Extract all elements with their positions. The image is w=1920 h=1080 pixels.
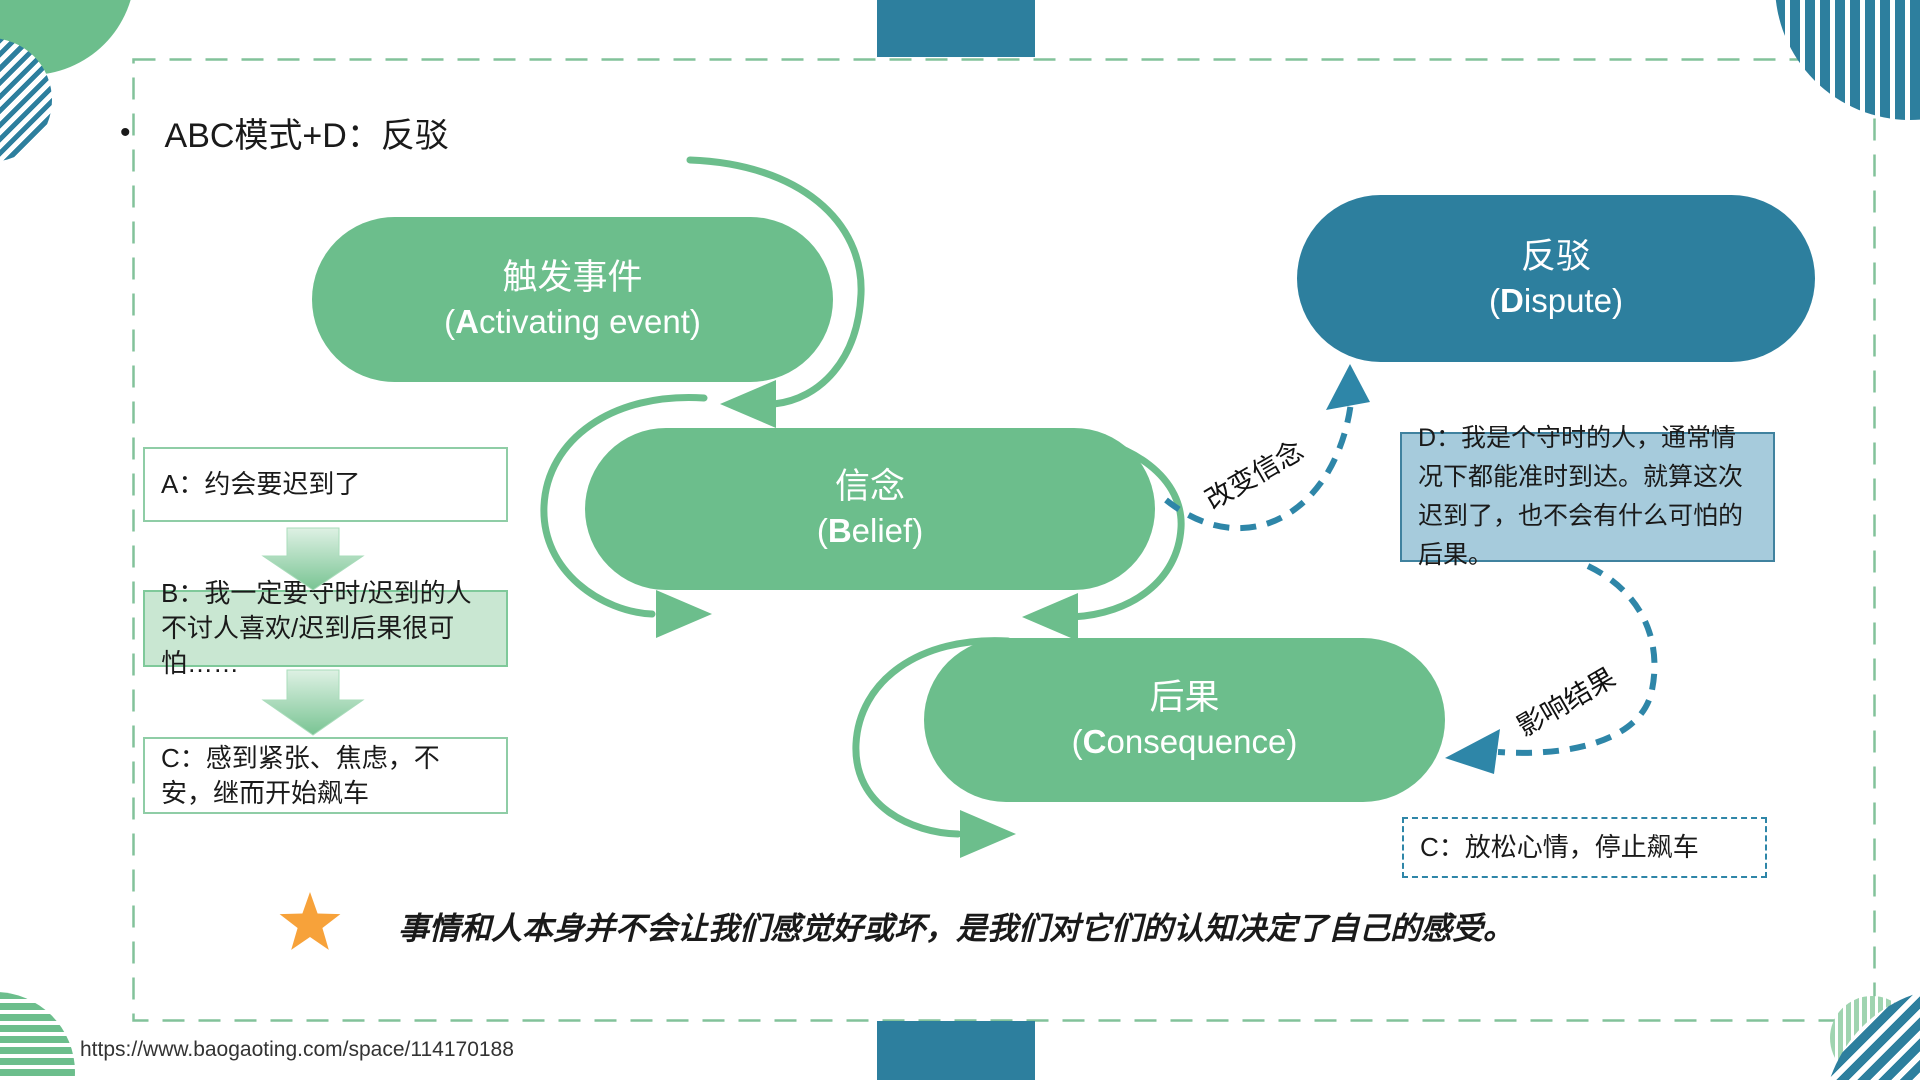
box-a-event: A：约会要迟到了 [143, 447, 508, 522]
label-affect-result: 影响结果 [1511, 662, 1621, 743]
pill-consequence-en: (Consequence) [1071, 723, 1298, 760]
arrowhead-to-belief [720, 380, 776, 428]
label-change-belief: 改变信念 [1199, 435, 1309, 516]
box-d-dispute: D：我是个守时的人，通常情况下都能准时到达。就算这次迟到了，也不会有什么可怕的后… [1400, 424, 1775, 569]
pill-activating-event: 触发事件 (Activating event) [312, 217, 833, 382]
deco-bar-bottom [877, 1021, 1035, 1080]
arrowhead-consequence-loop [960, 810, 1016, 858]
arrowhead-affect-result [1445, 729, 1500, 774]
arrowhead-belief-loop [656, 590, 712, 638]
bullet-icon: • [120, 115, 131, 149]
pill-activating-zh: 触发事件 [502, 257, 643, 297]
pill-activating-en: (Activating event) [444, 302, 701, 340]
slide-title: • ABC模式+D：反驳 [120, 108, 449, 157]
source-url[interactable]: https://www.baogaoting.com/space/1141701… [80, 1038, 514, 1061]
pill-dispute-en: (Dispute) [1489, 281, 1623, 319]
pill-consequence-zh: 后果 [1149, 678, 1220, 717]
slide-title-text: ABC模式+D：反驳 [164, 117, 449, 155]
arrowhead-change-belief [1326, 364, 1370, 410]
box-c2-new-consequence: C：放松心情，停止飙车 [1402, 817, 1767, 878]
deco-bar-top [877, 0, 1035, 57]
pill-dispute-zh: 反驳 [1520, 236, 1591, 276]
pill-belief-en: (Belief) [816, 512, 924, 549]
deco-circle-bottom-left-striped [0, 992, 75, 1080]
pill-belief: 信念 (Belief) [585, 428, 1155, 590]
box-b-belief: B：我一定要守时/迟到的人不讨人喜欢/迟到后果很可怕…… [143, 578, 508, 678]
note-text: 事情和人本身并不会让我们感觉好或坏，是我们对它们的认知决定了自己的感受。 [398, 911, 1514, 946]
arrowhead-to-consequence [1022, 593, 1078, 641]
pill-consequence: 后果 (Consequence) [924, 638, 1445, 802]
star-icon [279, 892, 341, 950]
box-c-consequence: C：感到紧张、焦虑，不安，继而开始飙车 [143, 737, 508, 814]
pill-belief-zh: 信念 [834, 467, 905, 506]
deco-circle-top-right-striped [1775, 0, 1920, 120]
pill-dispute: 反驳 (Dispute) [1297, 195, 1815, 362]
